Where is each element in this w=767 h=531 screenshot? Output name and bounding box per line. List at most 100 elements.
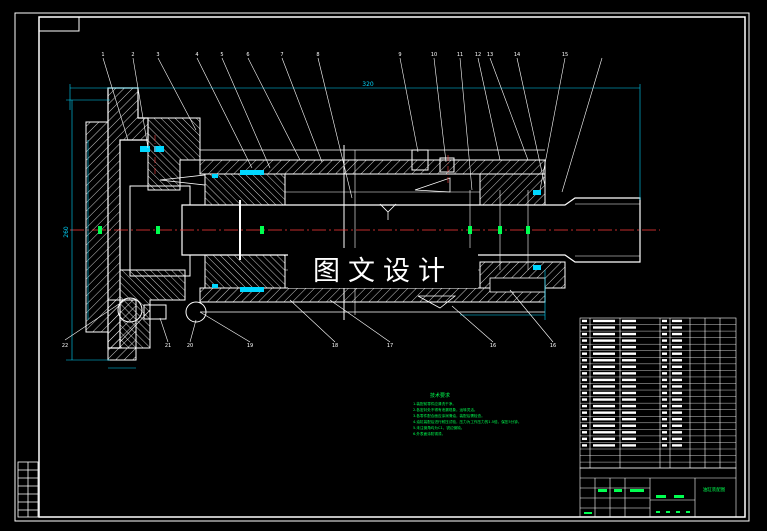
part-label: 8 <box>316 52 319 58</box>
axis-markers <box>98 226 530 234</box>
part-label: 3 <box>156 52 159 58</box>
port-fitting-left <box>143 304 167 320</box>
title-block <box>579 467 737 518</box>
parts-list-entry <box>582 345 587 349</box>
part-label: 19 <box>247 343 253 349</box>
parts-list-entry <box>662 319 667 323</box>
parts-list-entry <box>622 391 636 395</box>
dimensions <box>66 84 641 369</box>
parts-list-entry <box>672 444 682 447</box>
parts-list-entry <box>672 391 682 395</box>
parts-list-entry <box>582 365 587 368</box>
parts-list-entry <box>662 339 667 342</box>
parts-list-entry <box>672 359 682 362</box>
tech-line: 2.各密封处不得有泄漏现象，运转灵活。 <box>413 407 478 412</box>
parts-list-entry <box>622 431 636 434</box>
parts-list-entry <box>582 319 587 323</box>
part-label: 22 <box>62 343 68 349</box>
parts-list-entry <box>622 326 636 329</box>
parts-list-entry <box>672 332 682 336</box>
dim-overall: 320 <box>362 81 374 88</box>
parts-list-entry <box>582 352 587 355</box>
parts-list-entry <box>593 424 615 427</box>
parts-list-entry <box>582 418 587 421</box>
parts-list-entry <box>622 385 636 388</box>
parts-list-entry <box>622 378 636 382</box>
seal <box>533 265 541 270</box>
part-label: 7 <box>280 52 283 58</box>
parts-list-entry <box>662 411 667 414</box>
parts-list-entry <box>622 424 636 427</box>
parts-list-entry <box>672 404 682 408</box>
parts-list-entry <box>593 418 615 421</box>
title-block-fills <box>584 489 690 514</box>
leader-lines-bottom <box>64 289 554 343</box>
parts-list-entry <box>672 365 682 368</box>
parts-list-entry <box>662 424 667 427</box>
parts-list-entry <box>582 372 587 375</box>
parts-list-entry <box>582 404 587 408</box>
part-label: 20 <box>187 343 193 349</box>
parts-list-entry <box>622 398 636 401</box>
parts-list-entry <box>672 339 682 342</box>
parts-list-entry <box>622 345 636 349</box>
parts-list-entry <box>593 352 615 355</box>
parts-list-entry <box>593 326 615 329</box>
parts-list-entry <box>593 378 615 382</box>
part-label: 6 <box>246 52 249 58</box>
part-label: 12 <box>475 52 481 58</box>
parts-list-entry <box>672 437 682 441</box>
parts-list-entry <box>662 385 667 388</box>
bolt-head <box>185 301 207 323</box>
seal <box>240 287 264 292</box>
corner-tag <box>38 16 80 32</box>
parts-list-entry <box>582 411 587 414</box>
tech-requirements-title: 技术要求 <box>430 392 450 399</box>
parts-list-entry <box>582 326 587 329</box>
parts-list-entry <box>662 345 667 349</box>
dim-height: 260 <box>63 226 70 238</box>
tech-line: 1.装配前零件应清洗干净。 <box>413 401 456 406</box>
parts-list-entry <box>672 319 682 323</box>
parts-list-entry <box>662 444 667 447</box>
part-label: 16 <box>550 343 556 349</box>
parts-list-entry <box>582 424 587 427</box>
seal <box>533 190 541 195</box>
parts-list-entry <box>622 444 636 447</box>
parts-list-entries <box>582 319 682 447</box>
parts-list-entry <box>582 444 587 447</box>
parts-list-entry <box>593 404 615 408</box>
parts-list-entry <box>662 391 667 395</box>
leader-lines-top <box>102 57 603 199</box>
tech-line: 5.未注倒角均为C1，锐边倒钝。 <box>413 425 464 430</box>
parts-list-entry <box>622 411 636 414</box>
parts-list-entry <box>582 339 587 342</box>
parts-list-entry <box>662 398 667 401</box>
parts-list-entry <box>593 391 615 395</box>
bolt-head <box>117 297 143 323</box>
left-strip-table <box>17 461 39 518</box>
parts-list-entry <box>672 431 682 434</box>
parts-list-entry <box>582 391 587 395</box>
parts-list-entry <box>622 359 636 362</box>
parts-list-entry <box>662 365 667 368</box>
part-label: 11 <box>457 52 463 58</box>
watermark-text: 图文设计 <box>313 255 453 287</box>
parts-list-entry <box>662 359 667 362</box>
outer-frame <box>14 12 750 522</box>
tech-requirements: 技术要求 1.装配前零件应清洗干净。 2.各密封处不得有泄漏现象，运转灵活。 3… <box>413 392 521 436</box>
parts-list-entry <box>662 332 667 336</box>
seal <box>154 146 164 152</box>
parts-list-entry <box>593 431 615 434</box>
parts-list-entry <box>672 411 682 414</box>
parts-list-entry <box>582 398 587 401</box>
port-fitting-top <box>411 149 429 171</box>
cylinder-head <box>147 117 201 191</box>
parts-list-entry <box>662 326 667 329</box>
parts-list-entry <box>593 359 615 362</box>
parts-list-entry <box>662 431 667 434</box>
watermark: 图文设计 <box>288 248 478 288</box>
parts-list-entry <box>593 345 615 349</box>
parts-list-entry <box>622 352 636 355</box>
